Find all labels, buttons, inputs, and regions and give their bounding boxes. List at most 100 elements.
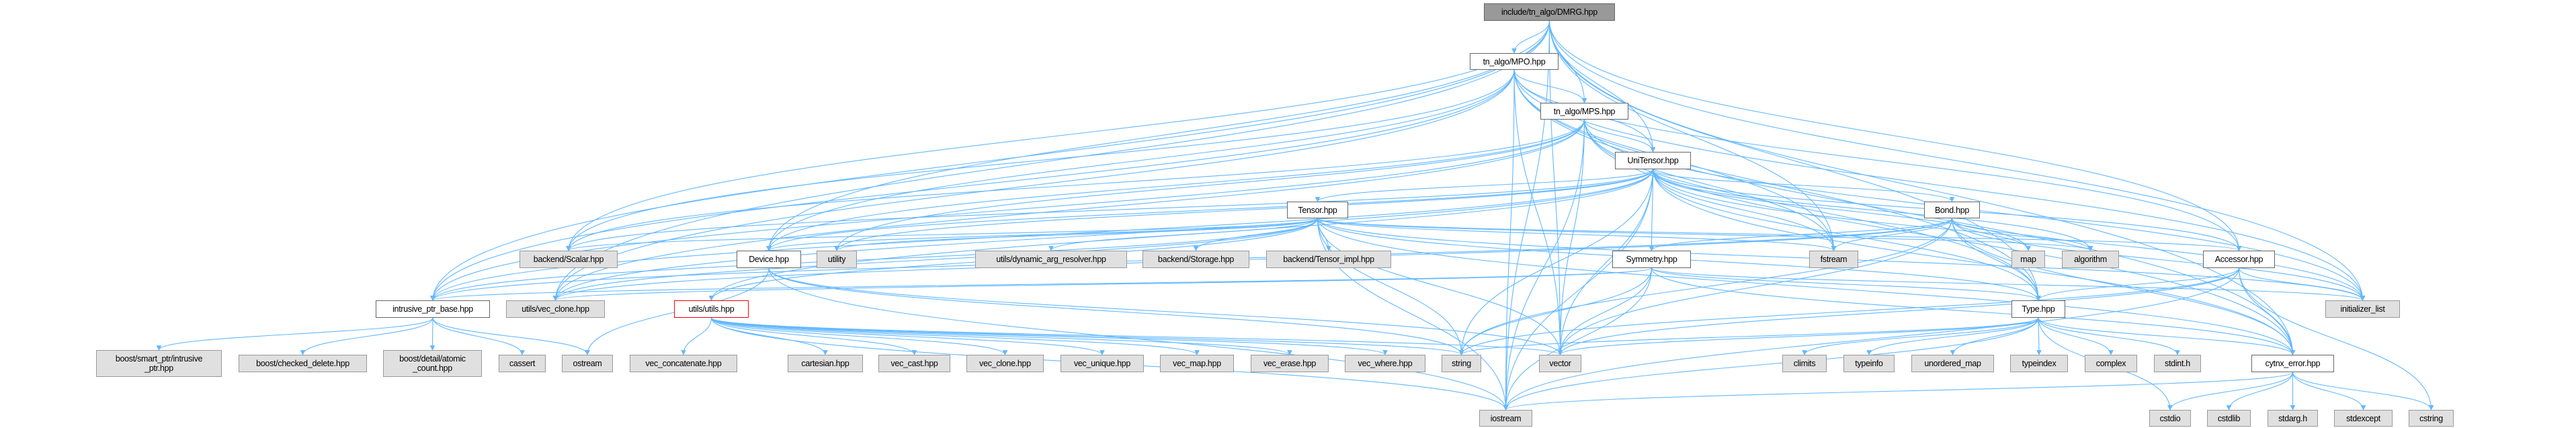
edge-unitensor-to-fstream	[1652, 169, 1837, 251]
edge-mps-to-unitensor	[1583, 119, 1656, 153]
edge-symmetry-to-type	[1651, 267, 2041, 301]
edge-utils-to-vec_where	[710, 317, 1388, 355]
edge-bond-to-fstream	[1831, 218, 1953, 251]
node-vec-unique: vec_unique.hpp	[1061, 355, 1144, 372]
edge-tensor-to-vector	[1317, 218, 1563, 355]
edge-type-to-vector	[1557, 317, 2039, 355]
node-unitensor[interactable]: UniTensor.hpp	[1615, 152, 1691, 169]
node-string: string	[1442, 355, 1481, 372]
edge-utils-to-vector	[710, 317, 1563, 355]
edge-mpo-to-intrusive	[430, 69, 1515, 301]
edge-cytnx_error-to-cstdio	[2167, 372, 2294, 411]
node-vector: vector	[1539, 355, 1581, 372]
edge-mpo-to-iostream	[1503, 69, 1515, 411]
edge-utils-to-string	[710, 317, 1464, 355]
edge-utils-to-vec_cast	[710, 317, 917, 355]
node-cstring: cstring	[2409, 410, 2454, 427]
node-cartesian: cartesian.hpp	[788, 355, 863, 372]
edge-unitensor-to-device	[766, 169, 1654, 251]
edge-cytnx_error-to-cstring	[2292, 372, 2434, 411]
node-bond[interactable]: Bond.hpp	[1924, 202, 1980, 218]
edge-mps-to-fstream	[1583, 119, 1837, 251]
node-initlist: initializer_list	[2325, 300, 2400, 318]
edge-utils-to-vec_concat	[681, 317, 712, 355]
edge-cytnx_error-to-cstdlib	[2226, 372, 2294, 411]
edge-dmrg-to-cytnx_error	[1548, 20, 2296, 355]
edge-accessor-to-cytnx_error	[2238, 267, 2296, 355]
node-boost-atomic: boost/detail/atomic _count.hpp	[383, 350, 482, 377]
edge-dmrg-to-device	[766, 20, 1550, 251]
edge-tensor-to-scalar	[566, 218, 1319, 251]
edge-symmetry-to-initlist	[1651, 267, 2366, 301]
node-vecclone-utils: utils/vec_clone.hpp	[506, 300, 605, 318]
edge-type-to-typeinfo	[1866, 317, 2039, 355]
edge-accessor-to-initlist	[2238, 267, 2366, 301]
node-mps[interactable]: tn_algo/MPS.hpp	[1540, 103, 1628, 120]
edge-unitensor-to-vector	[1557, 169, 1654, 355]
edge-mpo-to-mps	[1513, 69, 1587, 103]
node-tensor[interactable]: Tensor.hpp	[1287, 202, 1348, 218]
edge-dmrg-to-initlist	[1548, 20, 2366, 301]
edge-unitensor-to-initlist	[1652, 169, 2366, 301]
edge-mps-to-device	[766, 119, 1585, 251]
node-type[interactable]: Type.hpp	[2011, 300, 2065, 318]
node-scalar: backend/Scalar.hpp	[520, 251, 618, 268]
node-utils[interactable]: utils/utils.hpp	[674, 300, 749, 318]
node-cstdlib: cstdlib	[2207, 410, 2251, 427]
node-vec-concat: vec_concatenate.hpp	[630, 355, 737, 372]
node-intrusive[interactable]: intrusive_ptr_base.hpp	[376, 300, 490, 318]
edge-unitensor-to-tensor	[1315, 169, 1654, 202]
edge-type-to-string	[1458, 317, 2039, 355]
edge-unitensor-to-bond	[1652, 169, 1955, 202]
node-tensorimpl: backend/Tensor_impl.hpp	[1266, 251, 1391, 268]
edge-dmrg-to-unitensor	[1548, 20, 1656, 153]
node-vec-erase: vec_erase.hpp	[1251, 355, 1329, 372]
node-boost-checked: boost/checked_delete.hpp	[239, 355, 367, 372]
edge-bond-to-algorithm	[1951, 218, 2093, 251]
edge-symmetry-to-string	[1458, 267, 1653, 355]
node-typeinfo: typeinfo	[1843, 355, 1895, 372]
edge-device-to-vector	[768, 267, 1563, 355]
edge-unitensor-to-vecclone_utils	[552, 169, 1654, 301]
edge-bond-to-type	[1951, 218, 2041, 301]
node-stdexcept: stdexcept	[2334, 410, 2393, 427]
edge-unitensor-to-scalar	[566, 169, 1654, 251]
node-accessor[interactable]: Accessor.hpp	[2203, 251, 2275, 268]
edge-bond-to-cytnx_error	[1951, 218, 2296, 355]
edge-bond-to-initlist	[1951, 218, 2366, 301]
edge-mpo-to-device	[766, 69, 1515, 251]
node-storage: backend/Storage.hpp	[1142, 251, 1249, 268]
edge-unitensor-to-algorithm	[1652, 169, 2093, 251]
edge-type-to-iostream	[1503, 317, 2039, 411]
node-symmetry[interactable]: Symmetry.hpp	[1612, 251, 1691, 268]
edge-symmetry-to-vecclone_utils	[553, 267, 1653, 301]
edge-dmrg-to-mpo	[1511, 20, 1550, 54]
edge-intrusive-to-cassert	[432, 317, 525, 355]
edge-tensor-to-device	[766, 218, 1319, 251]
node-device[interactable]: Device.hpp	[737, 251, 801, 268]
node-unordered-map: unordered_map	[1911, 355, 1994, 372]
edge-symmetry-to-iostream	[1503, 267, 1653, 411]
node-boost-intrusive: boost/smart_ptr/intrusive _ptr.hpp	[96, 350, 222, 377]
edge-mpo-to-scalar	[566, 69, 1515, 251]
edge-intrusive-to-boost_intrusive	[156, 317, 433, 351]
node-dmrg[interactable]: include/tn_algo/DMRG.hpp	[1484, 3, 1615, 21]
node-stdarg: stdarg.h	[2268, 410, 2318, 427]
node-complex: complex	[2085, 355, 2137, 372]
node-vec-cast: vec_cast.hpp	[878, 355, 950, 372]
edge-cytnx_error-to-iostream	[1503, 372, 2294, 411]
edge-unitensor-to-type	[1652, 169, 2041, 301]
node-mpo[interactable]: tn_algo/MPO.hpp	[1470, 53, 1559, 70]
edge-intrusive-to-boost_checked	[300, 317, 433, 355]
node-utility: utility	[817, 251, 857, 268]
node-algorithm: algorithm	[2062, 251, 2119, 268]
edge-tensor-to-accessor	[1317, 218, 2241, 251]
edge-utils-to-vec_map	[710, 317, 1200, 355]
edge-tensor-to-iostream	[1317, 218, 1509, 411]
node-vec-clone: vec_clone.hpp	[966, 355, 1044, 372]
edge-utils-to-vec_clone	[710, 317, 1008, 355]
node-cytnx-error[interactable]: cytnx_error.hpp	[2251, 355, 2334, 372]
edge-unitensor-to-cytnx_error	[1652, 169, 2296, 355]
edge-dmrg-to-vector	[1548, 20, 1563, 355]
